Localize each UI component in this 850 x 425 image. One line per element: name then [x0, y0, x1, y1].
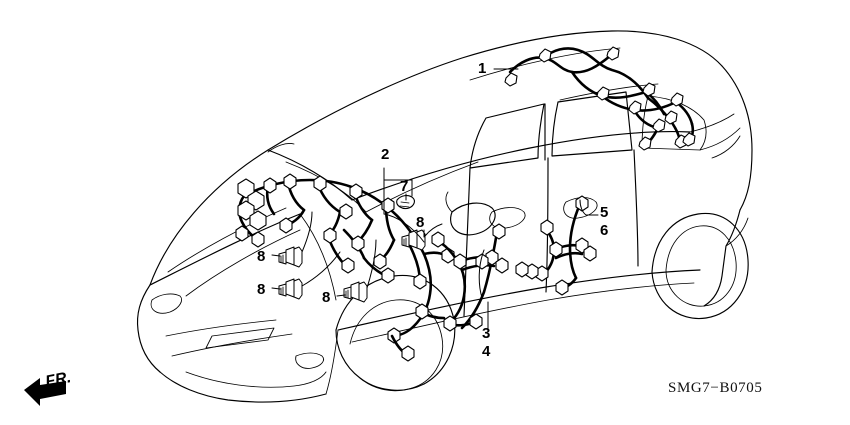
rear-door-wire-harness: [515, 195, 597, 296]
front-door-wire-harness: [415, 223, 509, 332]
callout-8-b: 8: [257, 281, 266, 298]
callout-7: 7: [400, 178, 409, 195]
part-number: SMG7−B0705: [668, 380, 763, 396]
callout-3: 3: [482, 325, 491, 342]
callout-6: 6: [600, 222, 609, 239]
callout-4: 4: [482, 343, 491, 360]
leader-lines: [271, 68, 599, 329]
dashboard-wire-harness: [235, 173, 455, 362]
callout-8-a: 8: [257, 248, 266, 265]
callout-8-c: 8: [322, 289, 331, 306]
bolt-icon: [278, 278, 303, 300]
fastener-bolts: [278, 229, 426, 303]
bolt-icon: [343, 281, 368, 303]
car-body-outline: [136, 30, 753, 403]
callout-8-d: 8: [416, 214, 425, 231]
front-direction-arrow-icon: [24, 378, 66, 406]
callout-5: 5: [600, 204, 609, 221]
callout-1: 1: [478, 60, 487, 77]
harness-clip: [396, 195, 415, 210]
callout-2: 2: [381, 146, 390, 163]
bolt-icon: [278, 246, 303, 268]
bolt-icon: [401, 229, 426, 251]
roof-wire-harness: [504, 46, 696, 151]
